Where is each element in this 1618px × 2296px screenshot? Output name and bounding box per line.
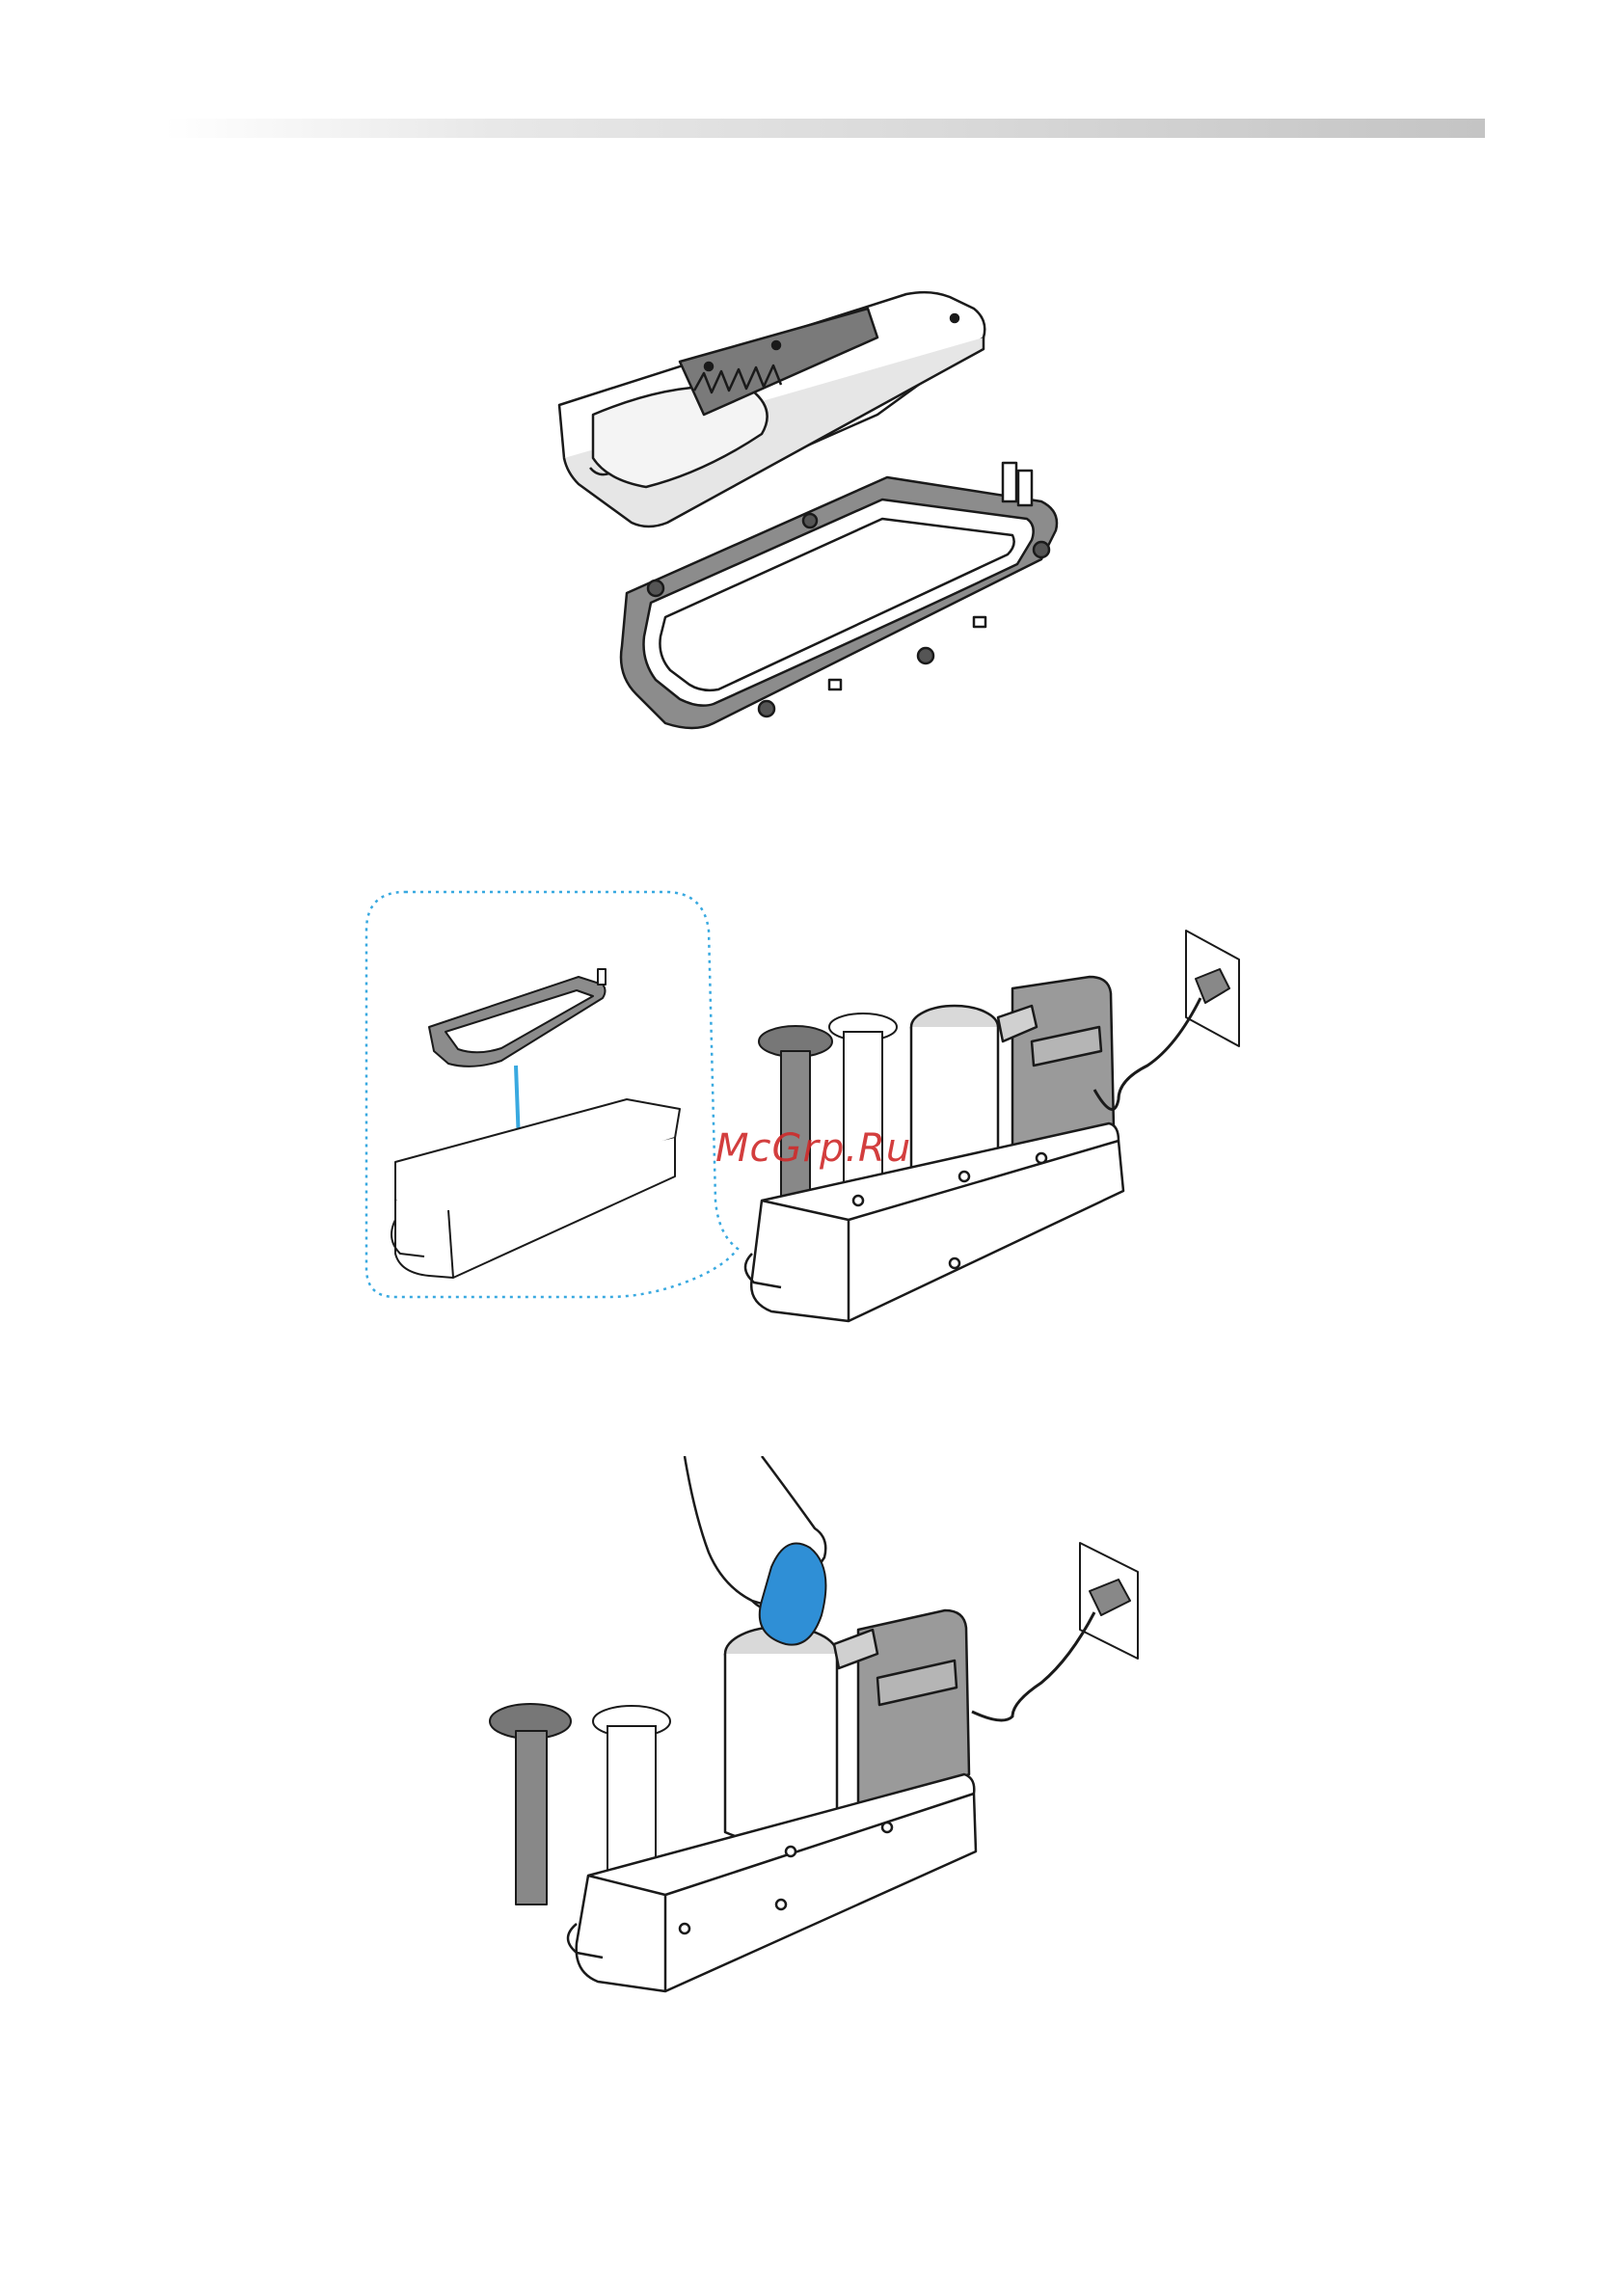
watermark-text: McGrp.Ru: [715, 1126, 911, 1171]
pusher: [490, 1704, 571, 1904]
callout-tray: [391, 1099, 680, 1278]
wall-plug-icon: [972, 1543, 1138, 1720]
header-gradient-bar: [164, 119, 1485, 138]
callout-frame: [429, 969, 606, 1067]
wall-plug-icon: [1094, 931, 1239, 1109]
sleeve: [593, 1706, 670, 1871]
figure-hand-cleaning-chute: [463, 1456, 1176, 2044]
figure-frame-into-tray-with-appliance: [357, 873, 1268, 1345]
figure-blade-plate-and-frame: [540, 270, 1080, 771]
